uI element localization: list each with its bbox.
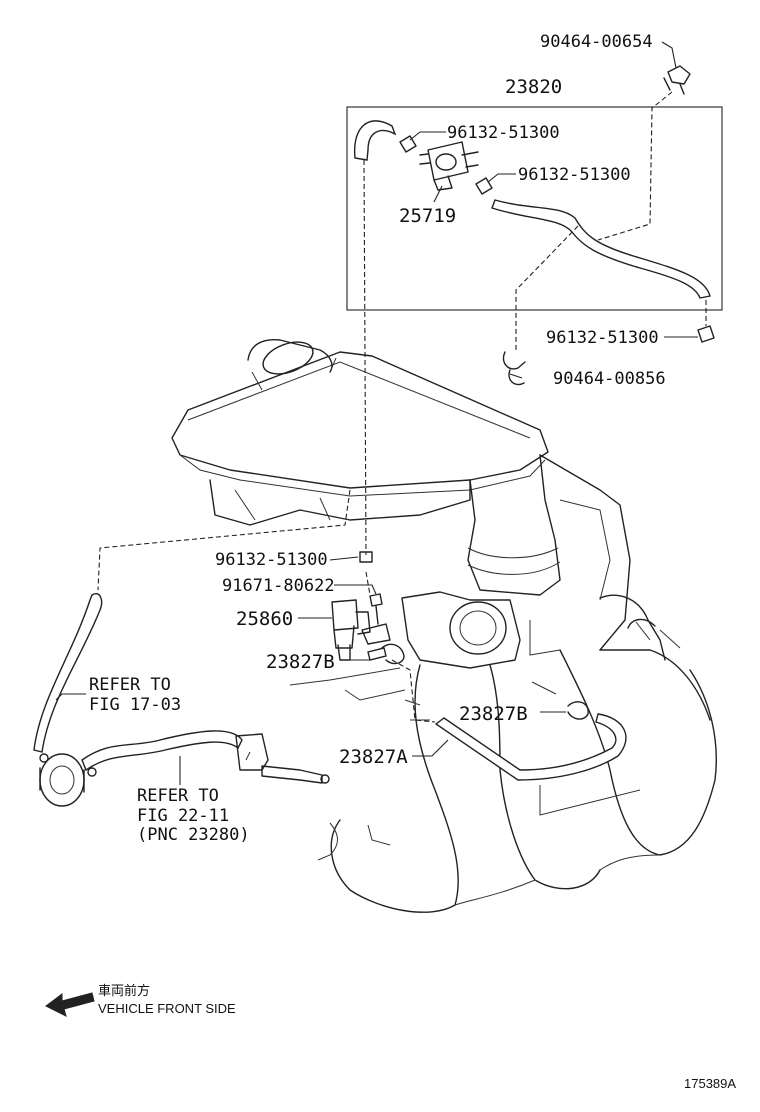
leader-lines [55,41,698,785]
label-96132-51300-a: 96132-51300 [447,123,560,143]
hose-23827b-2 [531,681,589,720]
bracket [361,623,391,645]
diagram-id: 175389A [684,1076,736,1091]
label-96132-51300-b: 96132-51300 [518,165,631,185]
label-front-jp: 車両前方 [98,983,150,998]
clamp-96132-a [399,135,417,153]
canister-valve [39,753,97,807]
hose-23827a [434,713,627,781]
vehicle-front-indicator: 車両前方 VEHICLE FRONT SIDE [45,983,236,1017]
label-fig-22-11: FIG 22-11 [137,806,229,826]
hose-assembly-23820 [353,120,711,299]
label-90464-00856: 90464-00856 [553,369,666,389]
label-23827b-1: 23827B [266,651,335,673]
vsv-valve-25719 [419,141,479,191]
front-arrow-icon [45,992,95,1017]
clamp-96132-c [697,325,715,343]
label-90464-00654: 90464-00654 [540,32,653,52]
clamp-96132-d [359,551,373,563]
label-refer-to-1: REFER TO [89,675,171,695]
hose-23827b-1 [367,643,405,665]
left-hose-fig1703 [33,593,103,753]
label-96132-51300-d: 96132-51300 [215,550,328,570]
bolt-91671 [369,593,383,625]
label-23827b-2: 23827B [459,703,528,725]
label-pnc-23280: (PNC 23280) [137,825,250,845]
dashed-guide-lines [97,91,707,723]
hose-fig2211 [81,730,330,784]
label-fig-17-03: FIG 17-03 [89,695,181,715]
clip-90464-00654 [663,65,691,95]
engine-illustration [171,338,717,913]
label-25860: 25860 [236,608,293,630]
label-front-en: VEHICLE FRONT SIDE [98,1001,236,1016]
assembly-box-23820 [346,106,723,311]
label-96132-51300-c: 96132-51300 [546,328,659,348]
label-23827a: 23827A [339,746,408,768]
clip-90464-00856 [502,351,526,386]
clamp-96132-b [475,177,493,195]
label-91671-80622: 91671-80622 [222,576,335,596]
label-refer-to-2: REFER TO [137,786,219,806]
label-25719: 25719 [399,205,456,227]
label-23820: 23820 [505,76,562,98]
